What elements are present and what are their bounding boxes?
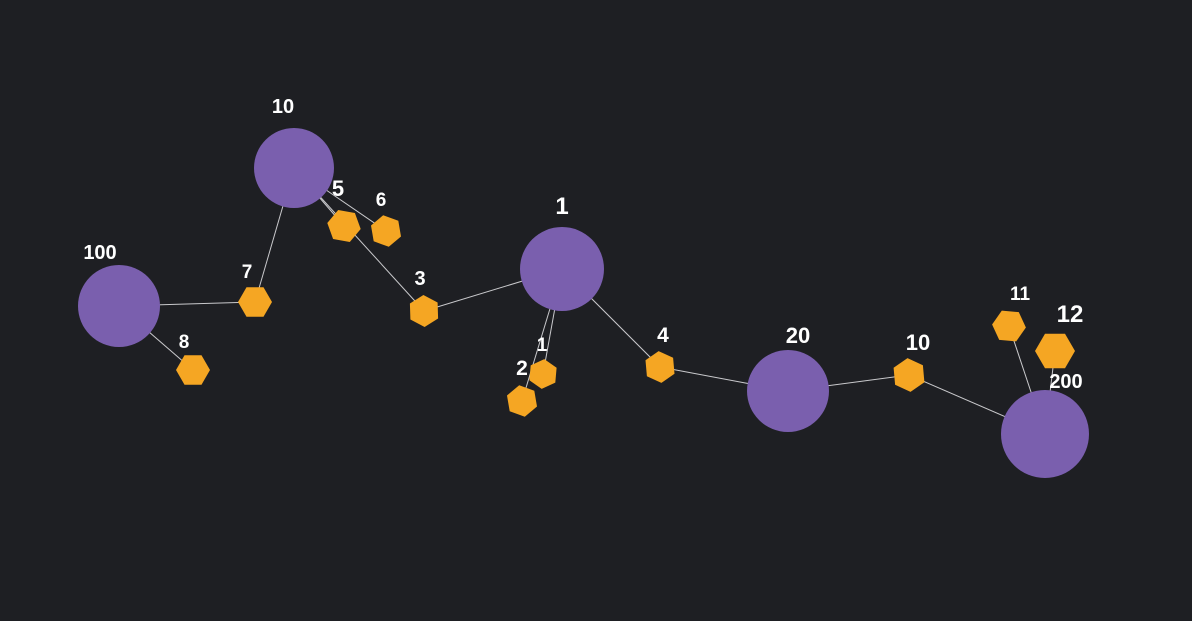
node-label-n1: 1 <box>555 193 568 220</box>
small-node-s3[interactable] <box>409 295 439 327</box>
node-label-s8: 8 <box>179 332 190 353</box>
node-label-s5: 5 <box>332 176 344 201</box>
node-label-n100: 100 <box>83 242 116 264</box>
small-node-s12[interactable] <box>1035 333 1075 369</box>
node-label-s2: 2 <box>516 357 528 380</box>
large-node-n200[interactable] <box>1001 390 1089 478</box>
nodes-layer <box>78 128 1089 478</box>
node-label-s11: 11 <box>1010 284 1031 305</box>
large-node-n1[interactable] <box>520 227 604 311</box>
large-node-n100[interactable] <box>78 265 160 347</box>
node-label-s1: 1 <box>537 335 548 356</box>
node-label-s7: 7 <box>242 262 253 283</box>
node-label-n20: 20 <box>786 323 810 348</box>
small-node-s4[interactable] <box>645 351 675 383</box>
small-node-s7[interactable] <box>238 287 272 317</box>
node-label-n10a: 10 <box>272 96 294 118</box>
large-node-n10a[interactable] <box>254 128 334 208</box>
small-node-s5[interactable] <box>327 210 361 242</box>
node-label-s4: 4 <box>657 324 669 347</box>
small-node-s11[interactable] <box>992 310 1026 342</box>
node-label-s12: 12 <box>1057 301 1084 328</box>
small-node-s10[interactable] <box>893 358 925 392</box>
small-node-s6[interactable] <box>371 215 401 247</box>
node-label-s6: 6 <box>376 190 387 211</box>
small-node-s1[interactable] <box>529 359 557 389</box>
large-node-n20[interactable] <box>747 350 829 432</box>
small-node-s2[interactable] <box>507 385 537 417</box>
small-node-s8[interactable] <box>176 355 210 385</box>
node-label-n200: 200 <box>1049 371 1082 393</box>
node-label-s10: 10 <box>906 330 930 355</box>
node-label-s3: 3 <box>414 268 425 290</box>
